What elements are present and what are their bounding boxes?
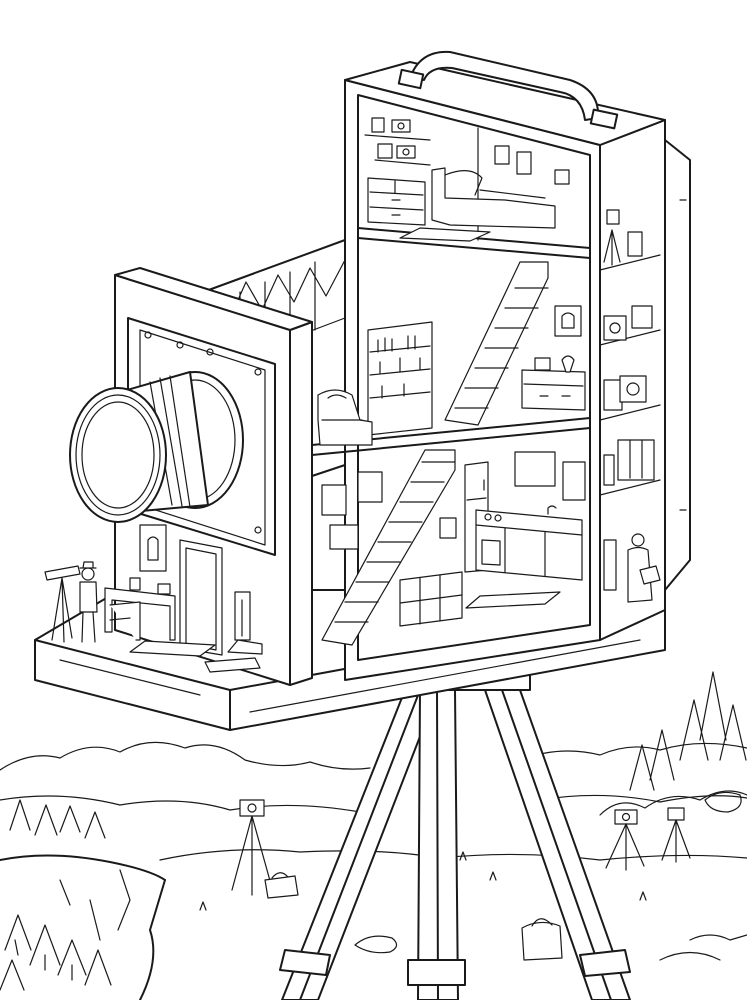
doorway [179,539,223,656]
bookcase [367,321,433,436]
staircase-upper [444,261,549,426]
small-tripod-left [231,799,299,899]
carry-handle [409,50,600,121]
photo-enlarger [227,591,263,655]
hill-line-2 [539,794,747,803]
camera-icon [631,305,653,329]
front-frame-top [114,267,313,331]
room-kitchen [321,449,586,646]
tripod-clamp [279,949,631,986]
camera-icon [619,375,647,403]
bed [431,167,556,229]
bag-icon [521,918,563,961]
front-frame-side [289,321,313,686]
cliff-cracks [59,869,131,941]
forest-right [599,671,747,961]
tripod-icon [661,819,691,863]
floor-slab-2 [311,417,591,456]
rock-2 [704,791,742,813]
room-bedroom [357,117,591,259]
hill-line-1 [0,795,361,813]
rug [399,227,491,242]
cliff-edge [0,854,166,1000]
armchair [317,389,373,446]
camera-icon [603,315,627,341]
kitchen-counter [475,509,583,581]
side-door-panel [664,139,691,591]
forest-left [0,799,112,991]
grass-tufts [199,851,647,911]
rear-box-top [344,61,666,146]
dresser [367,177,426,226]
rock-1 [354,935,398,954]
side-shelves [599,209,661,496]
side-cabinet [521,369,586,411]
person-reading [603,533,661,603]
small-tripod-right-2 [661,807,691,863]
floor-slab-1 [357,227,591,259]
room-living [311,261,591,456]
mountain-ridge-left [0,741,371,771]
staircase-lower [321,449,456,646]
person-with-hat [79,561,98,643]
camera-icon [239,799,265,817]
mountain-ridge-right [519,742,747,761]
bag-icon [264,872,299,899]
writing-desk [104,587,176,641]
camera-icon [667,807,685,821]
tripod-icon [603,229,621,266]
camera-lens [69,371,244,523]
lens-front-ring [69,387,167,523]
small-tripod-right-1 [605,809,645,871]
camera-icon [614,809,638,825]
telescope-icon [44,565,81,643]
studio-scene [44,524,263,673]
tripod-icon [605,823,645,871]
tripod-icon [231,815,273,896]
